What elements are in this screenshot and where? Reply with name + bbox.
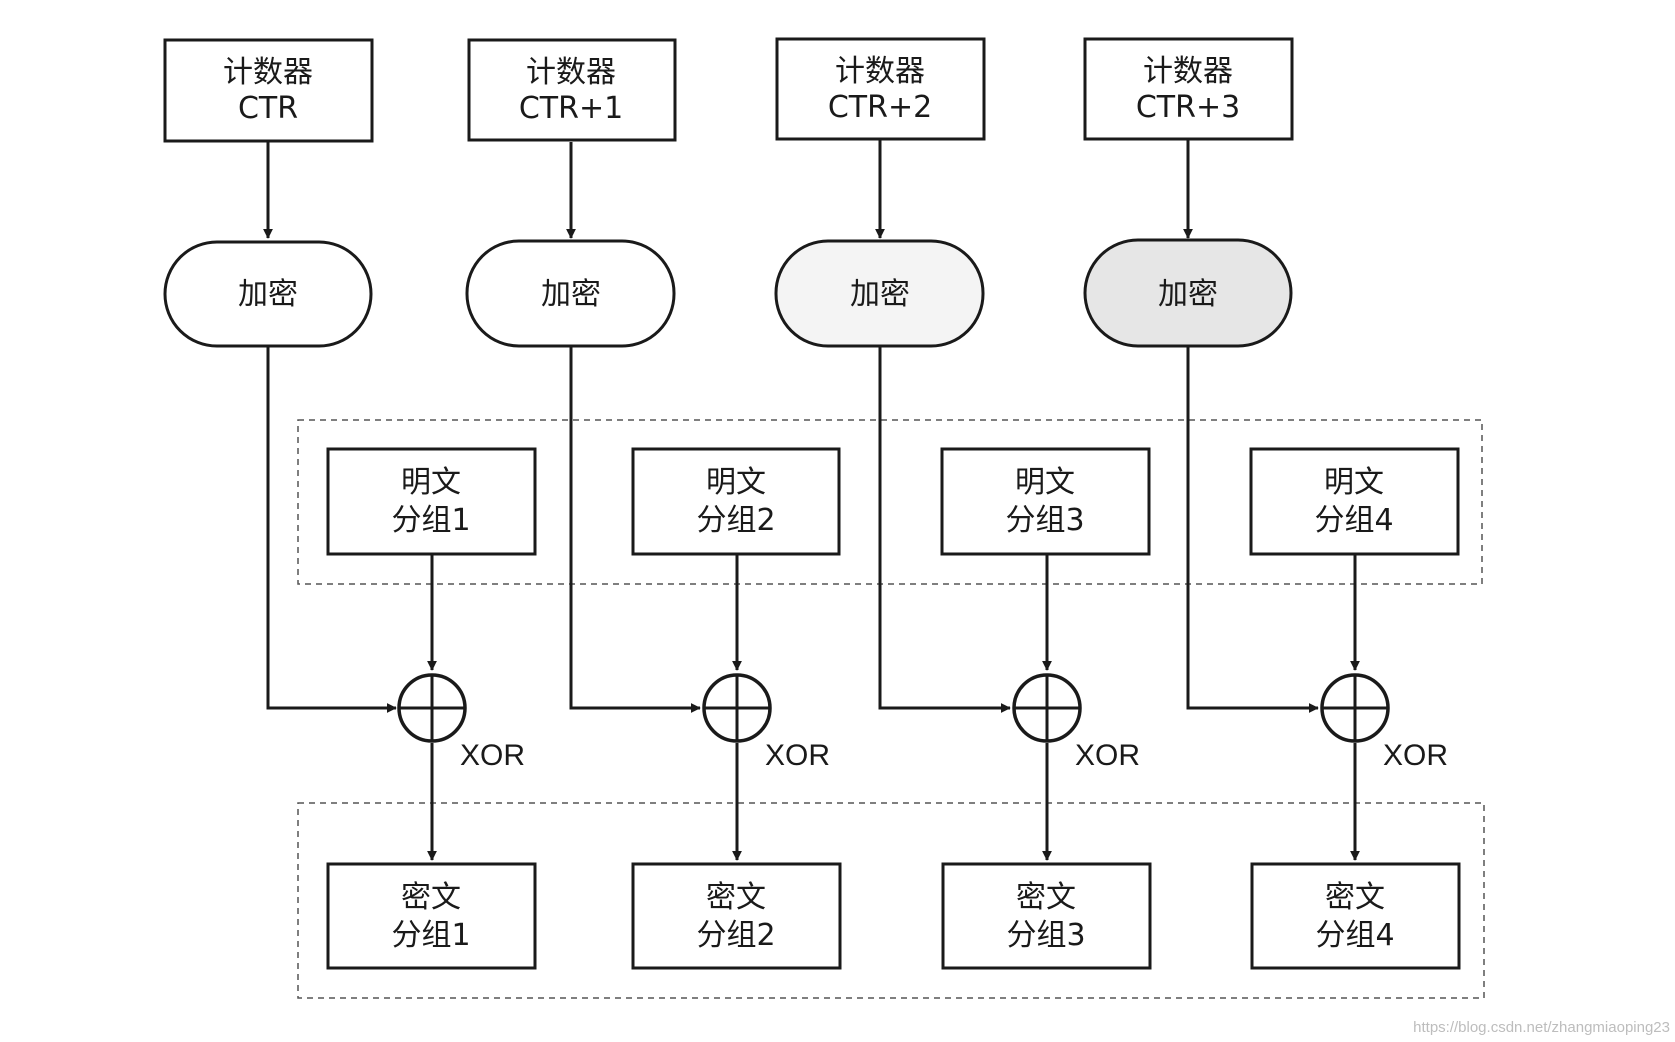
encrypt-label: 加密 [850, 277, 910, 312]
counter-title: 计数器 [223, 55, 313, 90]
xor-symbol [397, 673, 467, 743]
plaintext-line2: 分组4 [1314, 503, 1393, 538]
counter-box [467, 38, 677, 142]
plaintext-line2: 分组1 [391, 503, 470, 538]
encrypt-label: 加密 [541, 277, 601, 312]
xor-label: XOR [1383, 739, 1448, 772]
plaintext-line1: 明文 [706, 465, 766, 500]
column-1: 计数器 CTR 加密 明文 分组1 XOR 密文 分组1 [163, 38, 537, 970]
encrypt-node [163, 240, 373, 348]
counter-box [1083, 37, 1294, 141]
plaintext-line2: 分组3 [1005, 503, 1084, 538]
ciphertext-line2: 分组4 [1315, 918, 1394, 953]
ciphertext-line2: 分组1 [391, 918, 470, 953]
plaintext-block-box [940, 447, 1151, 556]
plaintext-line2: 分组2 [696, 503, 775, 538]
counter-value: CTR+2 [828, 90, 932, 125]
plaintext-line1: 明文 [401, 465, 461, 500]
encrypt-node [774, 239, 985, 348]
plaintext-group-border [297, 419, 1483, 585]
encrypt-label: 加密 [238, 277, 298, 312]
encrypt-node [465, 239, 676, 348]
ciphertext-block-box [1250, 862, 1461, 970]
keystream-to-xor-arrow [569, 346, 701, 713]
xor-symbol [1012, 673, 1082, 743]
counter-value: CTR+1 [519, 91, 623, 126]
xor-symbol [702, 673, 772, 743]
ciphertext-line1: 密文 [706, 880, 766, 915]
keystream-to-xor-arrow [1186, 346, 1319, 713]
plaintext-block-box [326, 447, 537, 556]
ciphertext-line1: 密文 [401, 880, 461, 915]
column-3: 计数器 CTR+2 加密 明文 分组3 XOR 密文 分组3 [774, 37, 1152, 970]
plaintext-block-box [631, 447, 841, 556]
plaintext-line1: 明文 [1015, 465, 1075, 500]
encrypt-label: 加密 [1158, 277, 1218, 312]
xor-symbol [1320, 673, 1390, 743]
plaintext-line1: 明文 [1324, 465, 1384, 500]
counter-title: 计数器 [835, 54, 925, 89]
plaintext-block-box [1249, 447, 1460, 556]
keystream-to-xor-arrow [878, 346, 1011, 713]
ciphertext-block-box [326, 862, 537, 970]
column-2: 计数器 CTR+1 加密 明文 分组2 XOR 密文 分组2 [465, 38, 842, 970]
column-4: 计数器 CTR+3 加密 明文 分组4 XOR 密文 分组4 [1083, 37, 1461, 970]
counter-box [775, 37, 986, 141]
counter-value: CTR+3 [1136, 90, 1240, 125]
ciphertext-block-box [631, 862, 842, 970]
keystream-to-xor-arrow [266, 346, 397, 713]
xor-label: XOR [765, 739, 830, 772]
encrypt-node [1083, 238, 1293, 348]
xor-label: XOR [460, 739, 525, 772]
counter-box [163, 38, 374, 143]
watermark-text: https://blog.csdn.net/zhangmiaoping23 [1413, 1019, 1670, 1036]
ciphertext-line1: 密文 [1325, 880, 1385, 915]
ciphertext-line1: 密文 [1016, 880, 1076, 915]
counter-title: 计数器 [1143, 54, 1233, 89]
ciphertext-block-box [941, 862, 1152, 970]
counter-title: 计数器 [526, 55, 616, 90]
ciphertext-group-border [297, 802, 1485, 999]
xor-label: XOR [1075, 739, 1140, 772]
ciphertext-line2: 分组2 [696, 918, 775, 953]
ciphertext-line2: 分组3 [1006, 918, 1085, 953]
counter-value: CTR [238, 91, 298, 126]
